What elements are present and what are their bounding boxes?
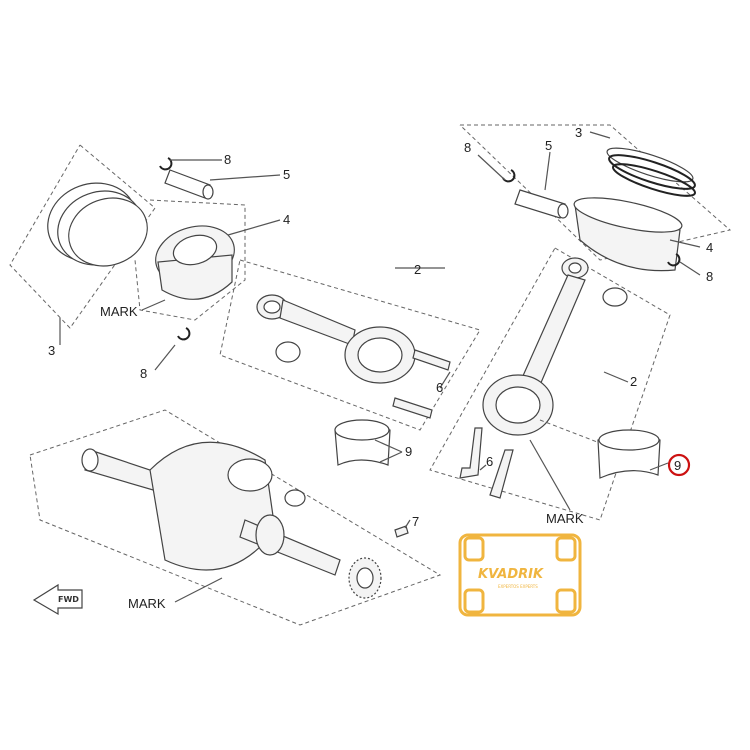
callout-2-right: 2 bbox=[630, 374, 637, 389]
callout-4-right: 4 bbox=[706, 240, 713, 255]
callout-5-right: 5 bbox=[545, 138, 552, 153]
callout-3-left: 3 bbox=[48, 343, 55, 358]
bearing-shells-left bbox=[334, 419, 391, 466]
fwd-label: FWD bbox=[58, 595, 79, 604]
callout-5-left: 5 bbox=[283, 167, 290, 182]
watermark-brand: KVADRIK bbox=[478, 567, 544, 582]
frame-left-piston bbox=[134, 199, 246, 321]
piston-rings-right bbox=[606, 147, 696, 197]
mark-label-piston: MARK bbox=[100, 304, 138, 319]
circlip-right-bottom bbox=[667, 253, 681, 267]
frame-left-conrod bbox=[219, 259, 481, 431]
bearing-shells-right bbox=[597, 429, 661, 479]
kvadrik-watermark-logo: KVADRIK EXPERTOS EXPERTS bbox=[458, 533, 582, 617]
callout-8-left-top: 8 bbox=[224, 152, 231, 167]
timing-gear bbox=[348, 557, 382, 599]
conrod-left bbox=[256, 294, 416, 384]
watermark-tagline: EXPERTOS EXPERTS bbox=[498, 584, 538, 589]
bearing-left-small bbox=[275, 341, 301, 363]
piston-left bbox=[155, 225, 235, 300]
bearing-small-crank bbox=[284, 489, 306, 507]
callout-8-left-bottom: 8 bbox=[140, 366, 147, 381]
callout-4-left: 4 bbox=[283, 212, 290, 227]
callout-3-right: 3 bbox=[575, 125, 582, 140]
callout-6-right: 6 bbox=[486, 454, 493, 469]
bolts-left bbox=[392, 349, 451, 419]
callout-9-left: 9 bbox=[405, 444, 412, 459]
svg-text:9: 9 bbox=[674, 458, 681, 473]
callout-8-right-bottom: 8 bbox=[706, 269, 713, 284]
woodruff-key bbox=[394, 525, 409, 538]
circlip-left-bottom bbox=[177, 327, 191, 341]
wrist-pin-right bbox=[514, 189, 569, 219]
mark-label-crankshaft: MARK bbox=[128, 596, 166, 611]
callout-7: 7 bbox=[412, 514, 419, 529]
callout-9-right[interactable]: 9 bbox=[667, 453, 691, 477]
callout-2-left: 2 bbox=[414, 262, 421, 277]
fwd-arrow: FWD bbox=[32, 583, 83, 616]
circlip-left-top bbox=[159, 157, 173, 171]
frame-left-rings bbox=[9, 144, 156, 329]
piston-right bbox=[573, 197, 683, 272]
piston-rings-left bbox=[47, 182, 148, 267]
crankshaft bbox=[81, 441, 341, 576]
wrist-pin-left bbox=[164, 169, 214, 200]
callout-8-right-top: 8 bbox=[464, 140, 471, 155]
callout-6-left: 6 bbox=[436, 380, 443, 395]
frame-crankshaft bbox=[29, 409, 442, 626]
frame-right-conrod bbox=[429, 247, 671, 521]
bearing-right-small bbox=[602, 287, 628, 307]
conrod-right bbox=[482, 257, 589, 436]
bolts-right bbox=[459, 427, 514, 499]
mark-label-conrod: MARK bbox=[546, 511, 584, 526]
